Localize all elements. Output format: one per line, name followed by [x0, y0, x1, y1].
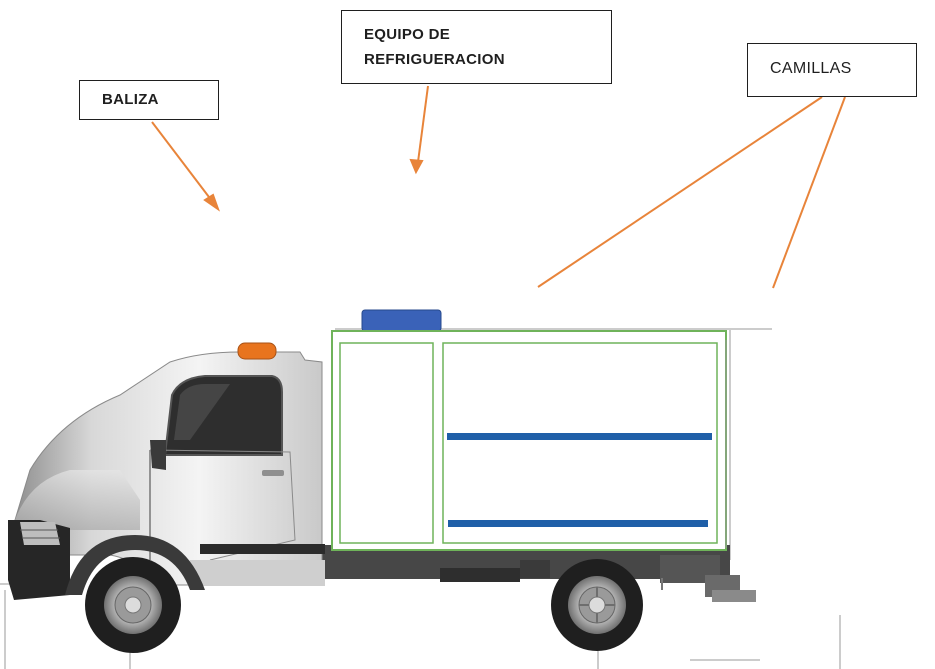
label-equipo-line1: EQUIPO DE — [364, 26, 451, 43]
cargo-compartment — [442, 342, 718, 544]
truck-cab — [8, 351, 325, 600]
arrow-baliza — [151, 121, 213, 202]
label-camillas: CAMILLAS — [747, 43, 917, 97]
label-equipo-refrigeracion: EQUIPO DE REFRIGUERACION — [341, 10, 612, 84]
chassis — [300, 545, 756, 602]
rear-wheel — [551, 559, 643, 651]
arrow-camillas-right — [772, 96, 846, 289]
arrowhead-equipo — [409, 158, 424, 175]
stretcher-upper — [447, 433, 712, 440]
refrigeration-unit — [361, 309, 442, 332]
arrowhead-baliza — [203, 193, 220, 212]
label-baliza: BALIZA — [79, 80, 219, 120]
annotation-arrows — [151, 85, 846, 289]
beacon-light — [237, 342, 277, 360]
stretcher-lower — [448, 520, 708, 527]
cargo-box — [331, 330, 727, 551]
arrow-camillas-left — [537, 96, 823, 288]
label-camillas-text: CAMILLAS — [770, 60, 852, 77]
label-baliza-text: BALIZA — [102, 91, 159, 108]
label-equipo-line2: REFRIGUERACION — [364, 51, 505, 68]
front-wheel — [85, 557, 181, 653]
cargo-door — [339, 342, 434, 544]
dimension-lines — [0, 328, 841, 669]
arrow-equipo — [417, 85, 429, 163]
